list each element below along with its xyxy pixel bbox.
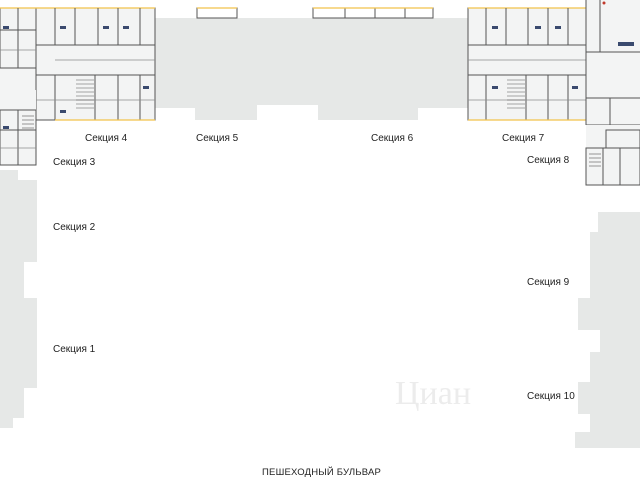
building-block-9-10 xyxy=(575,212,640,448)
floor-plan-section-8 xyxy=(585,0,640,186)
section-2-label: Секция 2 xyxy=(53,222,96,233)
section-5-label: Секция 5 xyxy=(196,133,239,144)
top-room-fragments xyxy=(196,7,434,19)
building-block-5-6 xyxy=(155,18,468,120)
section-3-label: Секция 3 xyxy=(53,157,96,168)
building-stub-left xyxy=(0,170,18,180)
watermark: Циан xyxy=(395,375,472,412)
floor-plan-section-3 xyxy=(0,90,37,166)
section-7-label: Секция 7 xyxy=(502,133,545,144)
floor-plan-section-7 xyxy=(467,7,587,121)
street-label: ПЕШЕХОДНЫЙ БУЛЬВАР xyxy=(262,467,382,478)
section-1-label: Секция 1 xyxy=(53,344,96,355)
section-4-label: Секция 4 xyxy=(85,133,128,144)
section-10-label: Секция 10 xyxy=(527,391,575,402)
section-6-label: Секция 6 xyxy=(371,133,414,144)
section-8-label: Секция 8 xyxy=(527,155,570,166)
building-block-1-2 xyxy=(0,180,37,428)
section-9-label: Секция 9 xyxy=(527,277,570,288)
